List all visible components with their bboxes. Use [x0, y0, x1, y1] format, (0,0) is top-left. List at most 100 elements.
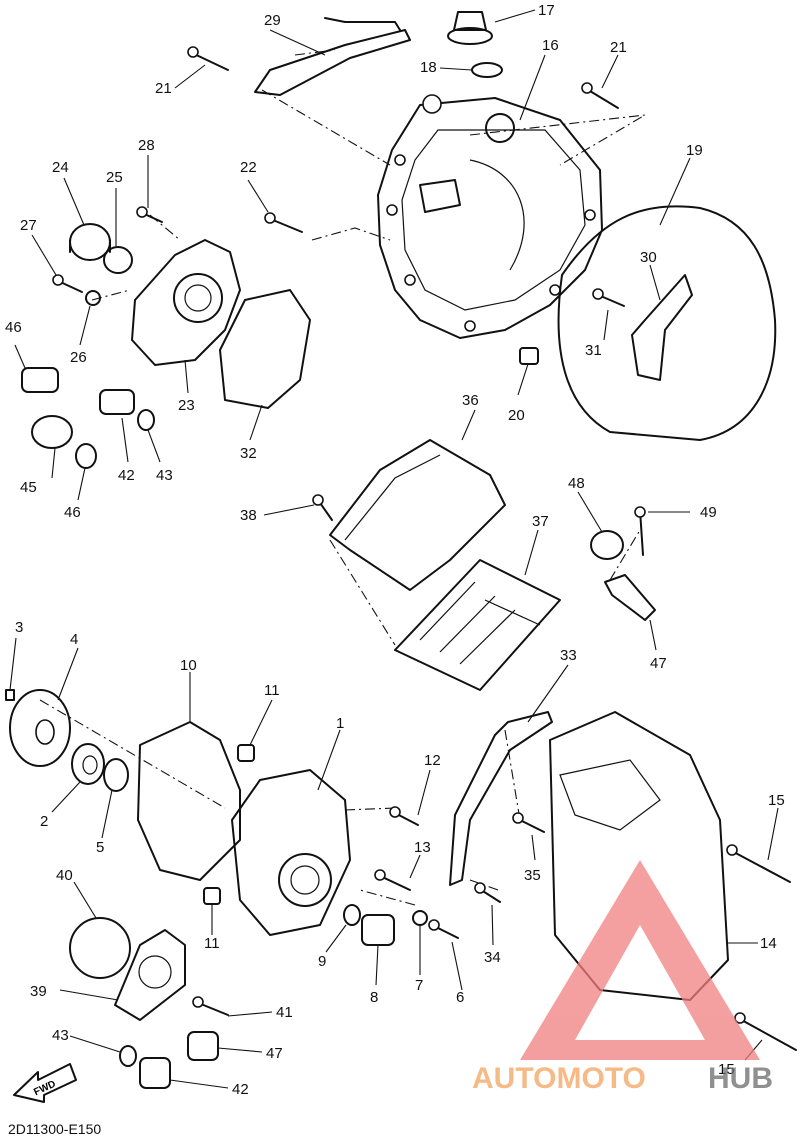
callout-35: 35 [524, 867, 541, 884]
crankcase-cover-23 [131, 239, 241, 366]
assembly-lines [39, 49, 646, 906]
automotohub-watermark: AUTOMOTO HUB [472, 860, 773, 1095]
bolt-34 [474, 882, 501, 903]
callout-14: 14 [760, 935, 777, 952]
callout-15-lower: 15 [718, 1061, 735, 1078]
callout-44: 45 [20, 479, 37, 496]
callout-13: 13 [414, 839, 431, 856]
bolt-12 [389, 806, 419, 826]
callout-11-upper: 11 [264, 682, 280, 699]
callout-42-upper: 42 [118, 467, 135, 484]
bolt-6 [428, 919, 459, 939]
callout-22: 22 [240, 159, 257, 176]
callout-8: 8 [370, 989, 378, 1006]
bracket-47 [604, 574, 656, 621]
callout-37: 37 [532, 513, 549, 530]
bearing-2 [71, 743, 105, 785]
watermark-logo-triangle [520, 860, 760, 1060]
bolt-38 [312, 494, 333, 521]
callout-15-upper: 15 [768, 792, 785, 809]
callout-17: 17 [538, 2, 555, 19]
bolt-41 [192, 996, 229, 1016]
o-ring-25 [103, 246, 133, 274]
callout-34: 34 [484, 949, 501, 966]
clutch-cover [377, 94, 603, 339]
callout-45: 46 [64, 504, 81, 521]
cover-39 [114, 929, 186, 1021]
gasket-10 [137, 721, 241, 881]
callout-labels: 29 17 16 18 21 21 19 22 28 24 25 27 30 3… [5, 2, 785, 1098]
o-ring-9 [343, 904, 361, 926]
gasket-37 [394, 559, 561, 691]
bolt-15-upper [726, 844, 791, 883]
o-ring-18 [471, 62, 503, 78]
callout-7: 7 [415, 977, 423, 994]
callout-24: 24 [52, 159, 69, 176]
callout-48: 48 [568, 475, 585, 492]
callout-42-lower: 42 [232, 1081, 249, 1098]
callout-41: 41 [276, 1004, 293, 1021]
damper-48 [590, 530, 624, 560]
callout-21-left: 21 [155, 80, 172, 97]
pin-3 [5, 689, 15, 701]
dowel-11-lower [203, 887, 221, 905]
plug-44 [31, 415, 73, 449]
oil-seal-5 [103, 758, 129, 792]
callout-31: 31 [585, 342, 602, 359]
callout-11-lower: 11 [204, 935, 220, 952]
callout-36: 36 [462, 392, 479, 409]
o-ring-40 [69, 917, 131, 979]
callout-49: 49 [700, 504, 717, 521]
bolt-21-left [187, 46, 229, 71]
bolt-29 [136, 206, 163, 223]
watermark-text-automoto: AUTOMOTO [472, 1062, 646, 1095]
dowel-11-upper [237, 744, 255, 762]
watermark-text-hub: HUB [708, 1062, 773, 1095]
washer-7 [412, 910, 428, 926]
plug-24 [69, 223, 111, 261]
callout-38: 38 [240, 507, 257, 524]
plug-46-upper [21, 367, 59, 393]
dowel-20 [519, 347, 539, 365]
callout-26: 26 [70, 349, 87, 366]
callout-1: 1 [336, 715, 344, 732]
gasket-28 [219, 289, 311, 409]
o-ring-45 [75, 443, 97, 469]
bolt-13 [374, 869, 411, 891]
callout-10: 10 [180, 657, 197, 674]
callout-21-right: 21 [610, 39, 627, 56]
bolt-22 [264, 212, 303, 233]
callout-29: 28 [138, 137, 155, 154]
callout-43-lower: 43 [52, 1027, 69, 1044]
callout-20: 20 [508, 407, 525, 424]
o-ring-43-upper [137, 409, 155, 431]
callout-9: 9 [318, 953, 326, 970]
callout-28: 32 [240, 445, 257, 462]
callout-2: 2 [40, 813, 48, 830]
callout-23: 23 [178, 397, 195, 414]
crankcase-cover-1 [231, 769, 351, 936]
callout-19: 19 [686, 142, 703, 159]
callout-39: 39 [30, 983, 47, 1000]
oil-filler-cap [447, 11, 493, 45]
sprocket-cover-14 [549, 711, 729, 1001]
callout-18: 18 [420, 59, 437, 76]
callout-12: 12 [424, 752, 441, 769]
callout-25: 25 [106, 169, 123, 186]
plug-42-lower [139, 1057, 171, 1089]
callout-5: 5 [96, 839, 104, 856]
bolt-35 [512, 812, 545, 833]
callout-3: 3 [15, 619, 23, 636]
cover-plate-30 [631, 274, 693, 381]
diagram-code: 2D11300-E150 [8, 1121, 101, 1137]
callout-6: 6 [456, 989, 464, 1006]
fwd-direction-arrow: FWD [13, 1063, 77, 1103]
bolt-21-right [581, 82, 619, 109]
callout-33: 33 [560, 647, 577, 664]
o-ring-43-lower [119, 1045, 137, 1067]
bolt-31 [592, 288, 625, 307]
callout-30: 30 [640, 249, 657, 266]
callout-46-lower: 47 [266, 1045, 283, 1062]
bolt-27 [52, 274, 83, 293]
